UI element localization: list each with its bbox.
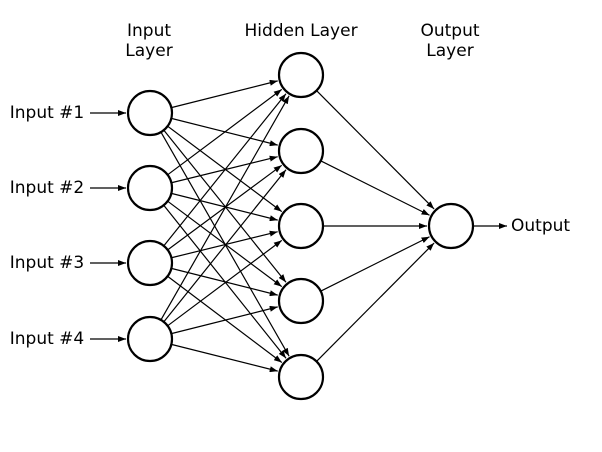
- edge-input-3-hidden-4: [171, 267, 278, 297]
- edge-hidden-2-output: [320, 160, 430, 216]
- hidden-node-1: [277, 51, 325, 99]
- edge-input-3-hidden-1: [163, 93, 287, 247]
- edge-input-3-hidden-3: [171, 230, 278, 259]
- output-node: [427, 202, 475, 250]
- hidden-node-4: [277, 277, 325, 325]
- edge-input-4-hidden-1: [160, 95, 290, 321]
- edge-input-1-hidden-4: [163, 129, 287, 283]
- input-node-2: [126, 164, 174, 212]
- input-label-1: Input #1: [10, 103, 84, 123]
- hidden-node-3: [277, 202, 325, 250]
- input-layer-header-line1: Input: [127, 21, 171, 41]
- edge-input-2-hidden-4: [167, 200, 283, 288]
- hidden-node-5: [277, 353, 325, 401]
- edge-input-4-hidden-2: [163, 169, 287, 323]
- edge-input-2-hidden-3: [171, 192, 278, 222]
- edge-input-1-hidden-3: [167, 125, 283, 213]
- hidden-layer-header: Hidden Layer: [244, 21, 357, 41]
- edge-input-1-hidden-1: [171, 79, 278, 109]
- edge-input-4-hidden-5: [171, 343, 278, 373]
- input-node-4: [126, 315, 174, 363]
- edge-input-4-hidden-4: [171, 305, 278, 335]
- input-label-2: Input #2: [10, 178, 84, 198]
- input-node-3: [126, 239, 174, 287]
- output-layer-header-line2: Layer: [426, 41, 473, 61]
- output-layer-header-line1: Output: [420, 21, 479, 41]
- edge-input-2-hidden-1: [167, 88, 283, 176]
- network-nodes: [126, 51, 475, 401]
- input-layer-header-line2: Layer: [125, 41, 172, 61]
- input-label-3: Input #3: [10, 253, 84, 273]
- edge-input-4-hidden-3: [167, 239, 283, 327]
- input-node-1: [126, 89, 174, 137]
- edge-hidden-4-output: [320, 236, 430, 292]
- edge-hidden-1-output: [316, 90, 435, 210]
- hidden-node-2: [277, 127, 325, 175]
- output-label: Output: [511, 216, 570, 236]
- input-label-4: Input #4: [10, 329, 84, 349]
- connection-edges: [90, 79, 507, 373]
- edge-input-3-hidden-5: [167, 275, 283, 364]
- edge-hidden-5-output: [316, 242, 435, 362]
